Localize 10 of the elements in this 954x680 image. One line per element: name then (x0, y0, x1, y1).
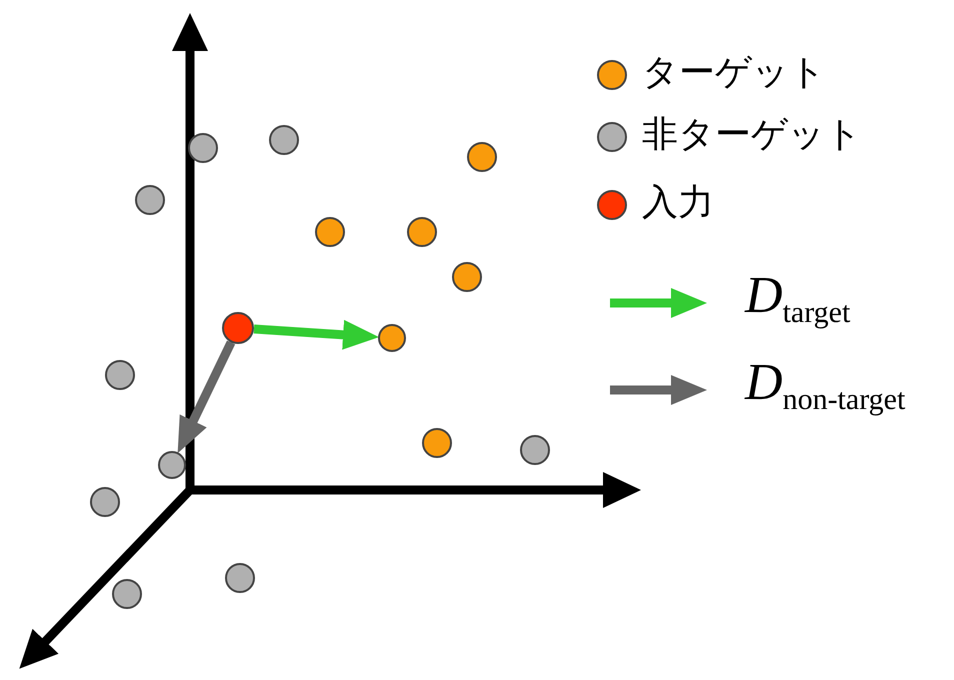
legend-label: D$_{non-target}$ (745, 355, 906, 418)
data-point (222, 312, 254, 344)
legend-label: ターゲット (642, 53, 826, 93)
arrow (254, 320, 380, 350)
legend-label: D$_{target}$ (745, 268, 850, 331)
data-point (158, 451, 186, 479)
data-point (378, 324, 406, 352)
legend-label: 入力 (642, 183, 714, 223)
arrow (178, 340, 236, 454)
legend-label: 非ターゲット (642, 115, 862, 155)
